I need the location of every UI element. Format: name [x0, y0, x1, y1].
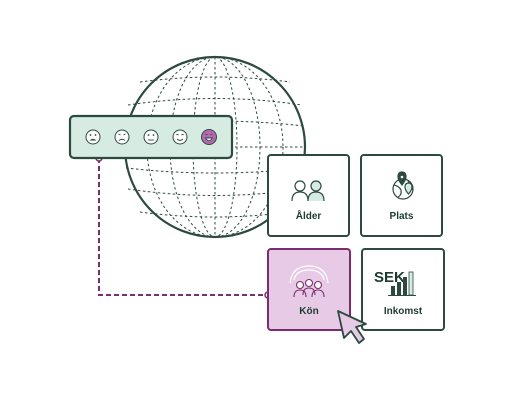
tile-plats[interactable]: Plats — [360, 154, 443, 237]
cursor-arrow-icon — [337, 310, 367, 344]
neutral-face-icon[interactable] — [143, 129, 159, 145]
very-sad-face-icon[interactable] — [85, 129, 101, 145]
tile-kon-label: Kön — [299, 306, 318, 317]
tile-kon[interactable]: Kön — [267, 248, 351, 331]
smile-face-icon[interactable] — [172, 129, 188, 145]
group-icon — [289, 265, 329, 298]
tile-alder-label: Ålder — [296, 209, 322, 222]
sad-face-icon[interactable] — [114, 129, 130, 145]
tile-inkomst-label: Inkomst — [384, 306, 423, 317]
people-icon — [291, 180, 325, 202]
bar-chart-icon — [388, 271, 416, 296]
tile-plats-label: Plats — [390, 211, 414, 222]
tile-alder[interactable]: Ålder — [267, 154, 350, 237]
globe-pin-icon — [392, 171, 414, 200]
tile-inkomst[interactable]: SEK Inkomst — [361, 248, 445, 331]
rating-bar — [68, 114, 234, 160]
currency-label: SEK — [374, 269, 405, 286]
happy-face-icon[interactable] — [201, 129, 217, 145]
